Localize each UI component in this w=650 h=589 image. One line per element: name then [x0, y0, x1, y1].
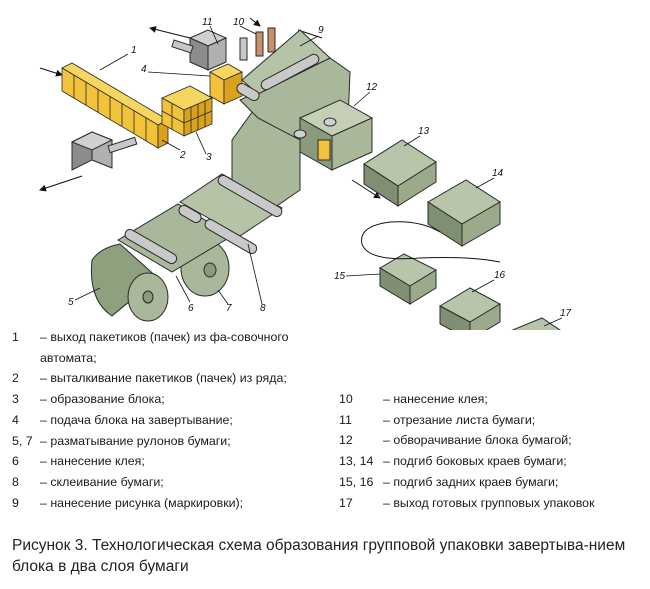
legend-key: 15, 16	[339, 474, 374, 489]
legend-desc: – разматывание рулонов бумаги;	[40, 433, 231, 448]
legend-desc: – выход готовых групповых упаковок	[383, 495, 595, 510]
legend-key: 12	[339, 433, 353, 448]
marker-10: 10	[233, 17, 245, 28]
legend-key: 10	[339, 392, 353, 406]
pusher-lower	[70, 131, 138, 171]
marker-4: 4	[141, 64, 147, 75]
wrapping-unit	[293, 99, 374, 171]
marker-5: 5	[68, 297, 74, 308]
legend-key: 9	[12, 495, 19, 510]
marker-16: 16	[494, 270, 506, 281]
package-15	[379, 253, 438, 305]
legend-row: 12 – обворачивание блока бумагой;	[339, 430, 639, 451]
legend-desc: – подгиб задних краев бумаги;	[383, 474, 559, 489]
diagram-markers: 1 2 3 4 5 6 7 8 9 10 11 12 13 14 15 16 1…	[68, 17, 572, 319]
legend-row: 15, 16 – подгиб задних краев бумаги;	[339, 472, 639, 493]
legend-desc: – склеивание бумаги;	[40, 474, 164, 489]
legend-key: 11	[339, 412, 352, 427]
legend-row: 4 – подача блока на завертывание;	[12, 410, 342, 431]
legend-row: 8 – склеивание бумаги;	[12, 472, 342, 493]
legend-row: 9 – нанесение рисунка (маркировки);	[12, 493, 342, 514]
marker-17: 17	[560, 308, 572, 319]
packets-row	[61, 62, 169, 149]
legend-key: 6	[12, 454, 19, 469]
block-feed	[209, 63, 243, 105]
marker-1: 1	[131, 45, 137, 56]
marker-14: 14	[492, 168, 504, 179]
rollers	[124, 53, 320, 264]
legend-desc: – отрезание листа бумаги;	[383, 412, 536, 427]
legend-desc: – подача блока на завертывание;	[40, 412, 233, 427]
legend-key: 1	[12, 330, 19, 344]
marker-9: 9	[318, 25, 324, 36]
legend-left: 1 – выход пакетиков (пачек) из фа-совочно…	[12, 327, 342, 513]
marker-7: 7	[226, 303, 232, 314]
legend-key: 8	[12, 474, 19, 489]
legend-key: 5, 7	[12, 433, 33, 448]
packets-block	[161, 85, 213, 137]
marker-8: 8	[260, 303, 266, 314]
legend-row: 17 – выход готовых групповых упаковок	[339, 493, 639, 514]
legend-row: 3 – образование блока;	[12, 389, 342, 410]
legend-key: 17	[339, 495, 353, 510]
package-16	[438, 287, 502, 330]
marker-6: 6	[188, 303, 194, 314]
legend-desc: – образование блока;	[40, 392, 165, 407]
packaging-scheme-diagram: 1 2 3 4 5 6 7 8 9 10 11 12 13 14 15 16 1…	[39, 17, 572, 330]
marker-12: 12	[366, 82, 378, 93]
legend-key: 2	[12, 371, 19, 386]
legend-row: 1 – выход пакетиков (пачек) из фа-совочно…	[12, 327, 342, 368]
legend-row: 13, 14 – подгиб боковых краев бумаги;	[339, 451, 639, 472]
legend-row: 2 – выталкивание пакетиков (пачек) из ряд…	[12, 368, 342, 389]
figure-caption: Рисунок 3. Технологическая схема образов…	[12, 537, 626, 575]
package-14	[427, 179, 501, 247]
legend-row: 6 – нанесение клея;	[12, 451, 342, 472]
transfer-loop	[361, 221, 501, 263]
legend-desc: – выталкивание пакетиков (пачек) из ряда…	[40, 371, 287, 386]
legend-key: 13, 14	[339, 454, 374, 469]
legend-desc: – нанесение клея;	[40, 454, 145, 469]
legend-key: 4	[12, 412, 19, 427]
legend-desc: – нанесение рисунка (маркировки);	[40, 495, 244, 510]
legend-key: 3	[12, 392, 19, 407]
marker-11: 11	[202, 17, 212, 28]
legend-row: 11 – отрезание листа бумаги;	[339, 410, 639, 431]
marker-13: 13	[418, 126, 430, 137]
legend-desc: – обворачивание блока бумагой;	[383, 433, 572, 448]
legend-row: 10 – нанесение клея;	[339, 389, 639, 410]
leader-lines	[74, 25, 563, 327]
legend-right: 10 – нанесение клея; 11 – отрезание листа …	[339, 389, 639, 513]
packages-output-row	[511, 317, 561, 330]
marker-2: 2	[179, 150, 186, 161]
marker-15: 15	[334, 271, 346, 282]
legend-desc: – нанесение клея;	[383, 392, 488, 406]
legend-desc: – выход пакетиков (пачек) из фа-совочног…	[40, 330, 289, 365]
legend-row: 5, 7 – разматывание рулонов бумаги;	[12, 431, 342, 452]
glue-posts	[239, 27, 276, 61]
package-13	[363, 139, 437, 207]
legend-desc: – подгиб боковых краев бумаги;	[383, 454, 567, 469]
marker-3: 3	[206, 152, 212, 163]
paper-roll-5	[90, 243, 169, 322]
